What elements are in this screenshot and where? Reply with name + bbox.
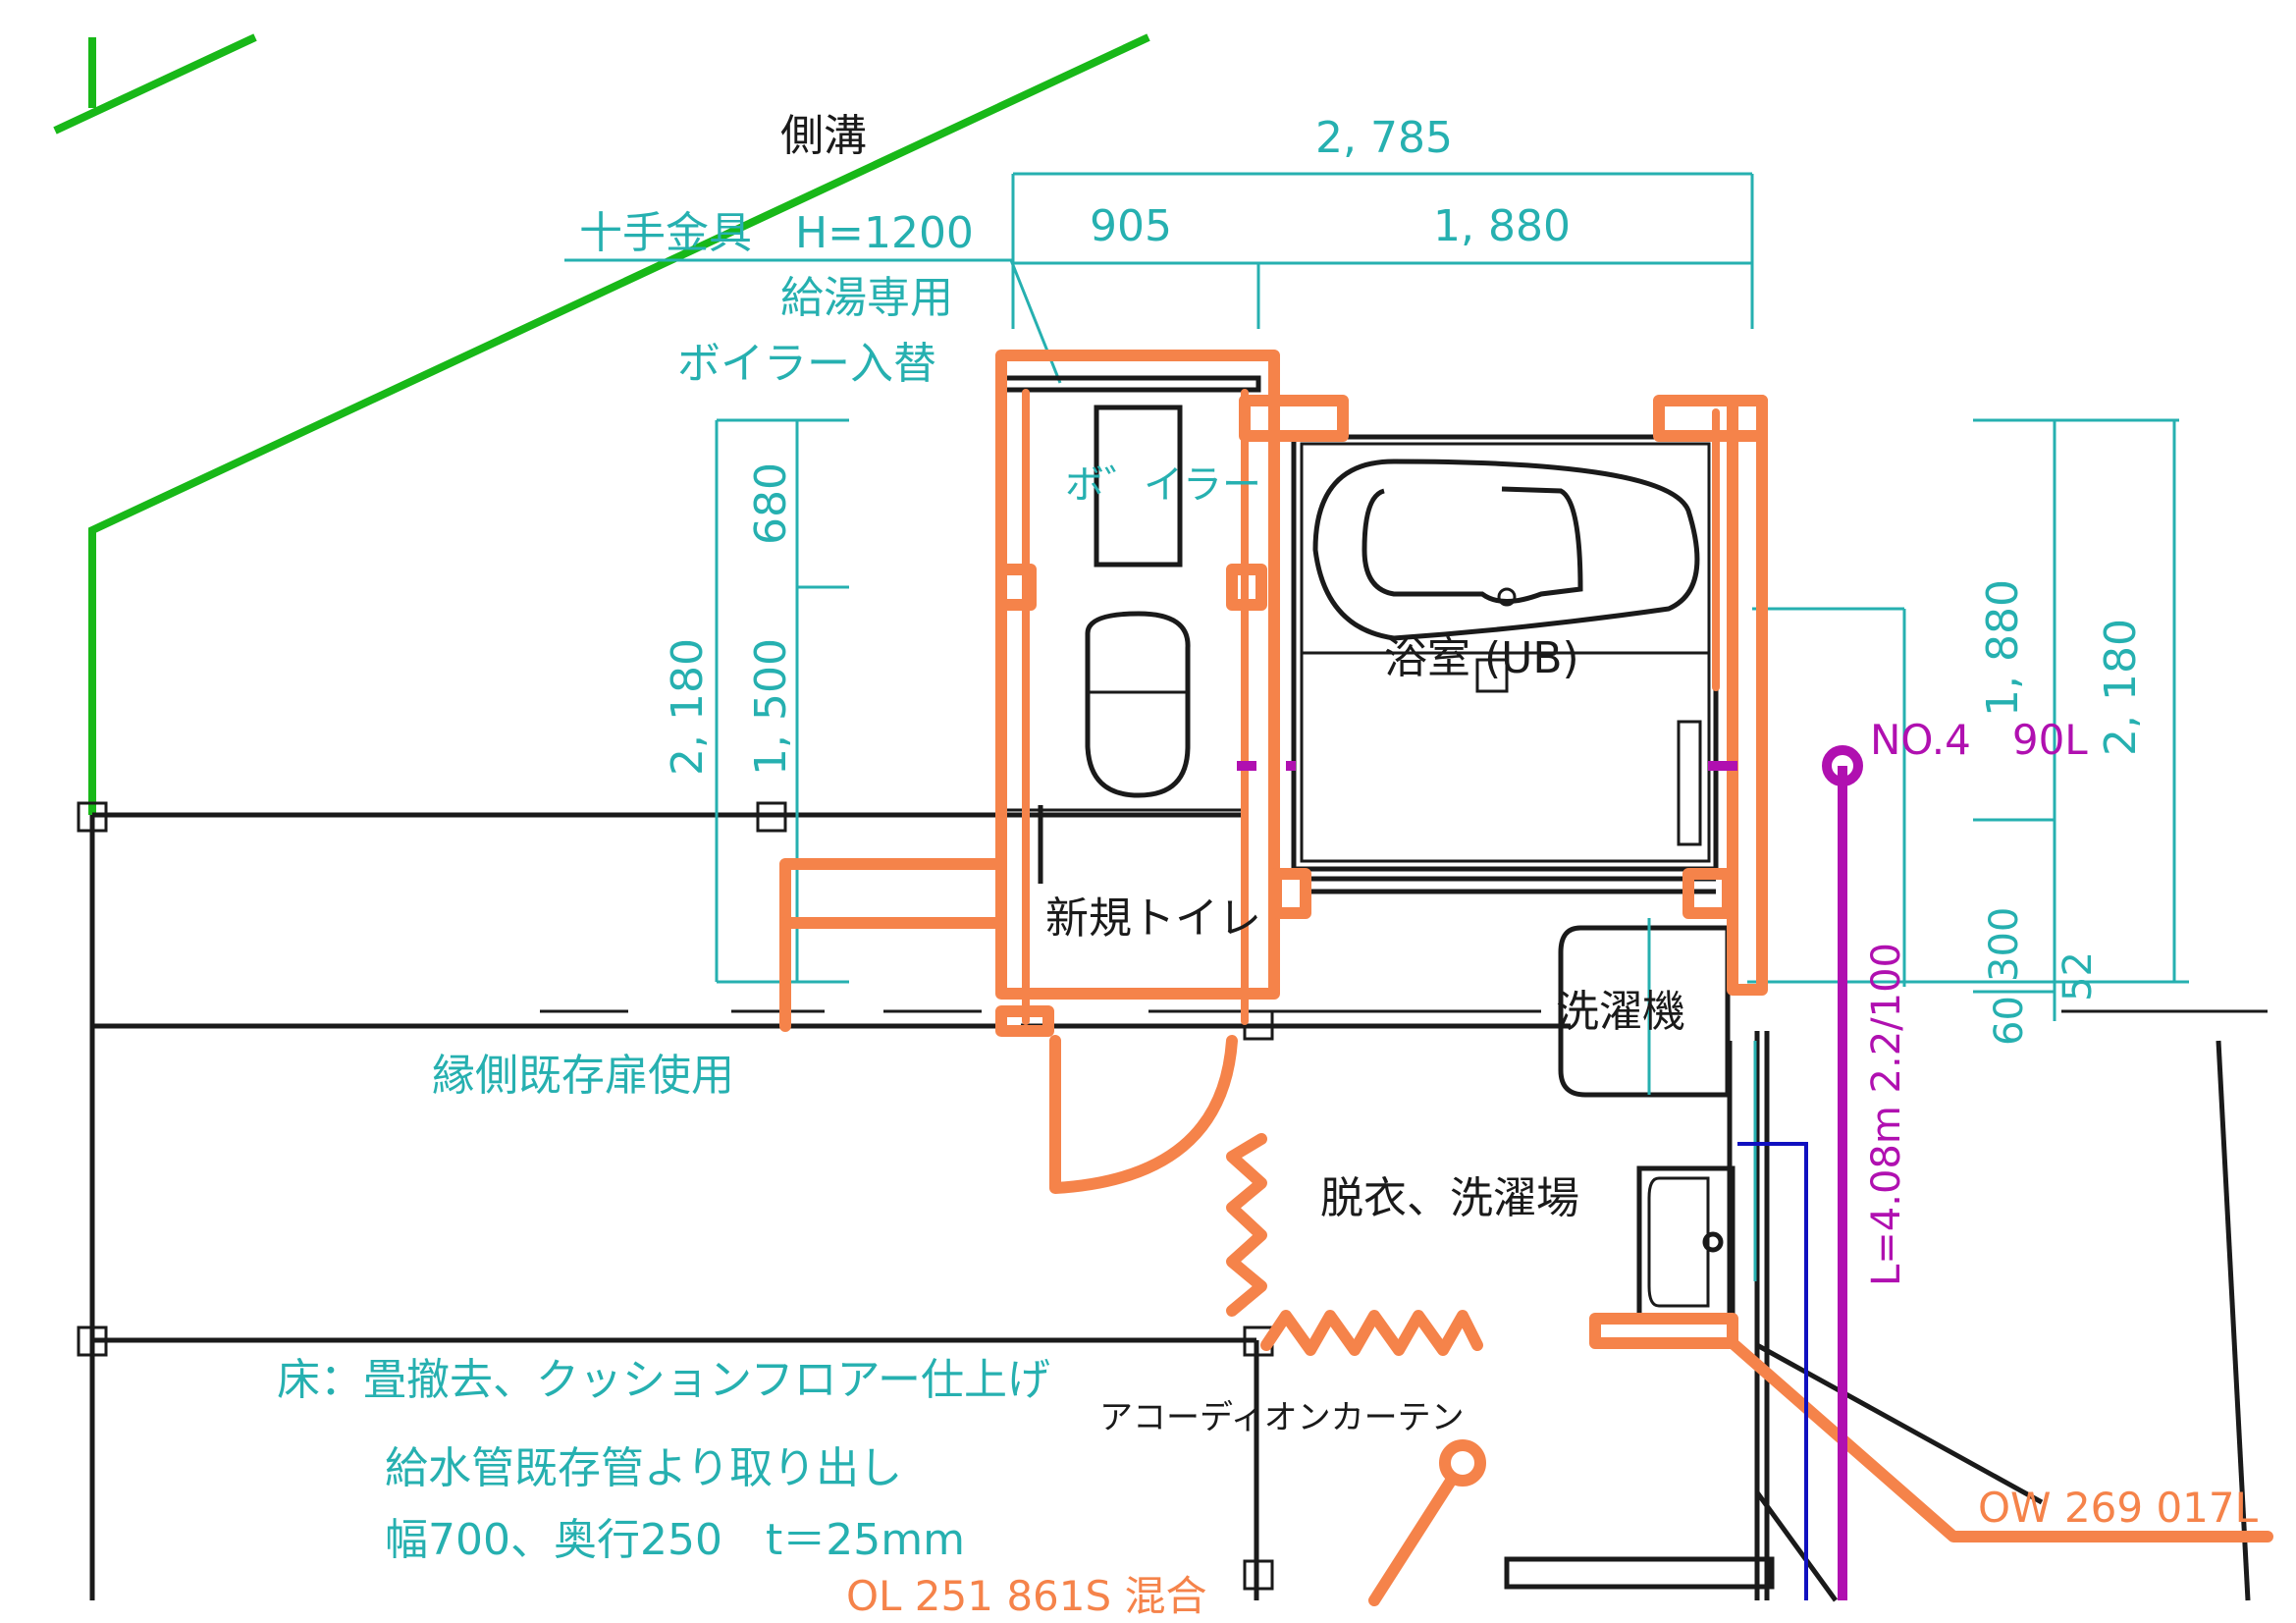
new-walls	[779, 350, 2273, 1606]
bathroom-label: 浴室 (UB)	[1384, 633, 1579, 683]
washing-machine-label: 洗濯機	[1556, 987, 1685, 1037]
dim-left-lower: 1, 500	[746, 638, 796, 776]
dim-left-upper: 680	[746, 462, 796, 545]
boiler-label: ボ゛イラー	[1065, 462, 1261, 508]
washing-area	[1558, 918, 1757, 1335]
dim-left-total: 2, 180	[663, 638, 713, 776]
side-ditch-label: 側溝	[780, 111, 867, 161]
toilet-room	[998, 375, 1261, 884]
top-dimensions	[564, 172, 1754, 384]
drain-pipe	[1237, 745, 1863, 1600]
part-ow-label: OW 269 017L	[1978, 1484, 2259, 1532]
site-boundary	[53, 33, 1150, 815]
boiler-replace-label: ボイラー入替	[677, 339, 936, 389]
note-size: 幅700、奥行250 t＝25mm	[385, 1515, 965, 1565]
engawa-door-label: 縁側既存扉使用	[432, 1051, 734, 1101]
right-dimensions	[1747, 418, 2189, 1021]
hot-water-only-label: 給湯専用	[780, 273, 953, 323]
handrail-label: 十手金具 H=1200	[579, 208, 974, 258]
water-pipe	[1737, 1142, 1808, 1600]
dim-top-total: 2, 785	[1315, 113, 1453, 163]
dim-right-2180: 2, 180	[2096, 619, 2146, 756]
dim-top-right: 1, 880	[1433, 201, 1571, 251]
note-supply: 給水管既存管より取り出し	[385, 1443, 902, 1493]
accordion-curtain-label: アコーディオンカーテン	[1099, 1398, 1465, 1437]
dim-top-left: 905	[1090, 201, 1172, 251]
drain-number-label: NO.4 90L	[1870, 716, 2088, 764]
dim-right-52: 52	[2056, 951, 2101, 1001]
changing-laundry-label: 脱衣、洗濯場	[1320, 1173, 1579, 1223]
note-floor: 床：畳撤去、クッションフロアー仕上げ	[277, 1355, 1050, 1405]
dim-right-60: 60	[1987, 996, 2032, 1046]
existing-walls	[77, 801, 2268, 1602]
new-toilet-label: 新規トイレ	[1045, 893, 1261, 944]
part-ol-label: OL 251 861S 混合	[846, 1572, 1207, 1620]
dim-right-300: 300	[1982, 907, 2027, 982]
drain-length-label: L=4.08m 2.2/100	[1864, 943, 1909, 1286]
dim-right-1880: 1, 880	[1978, 579, 2028, 717]
